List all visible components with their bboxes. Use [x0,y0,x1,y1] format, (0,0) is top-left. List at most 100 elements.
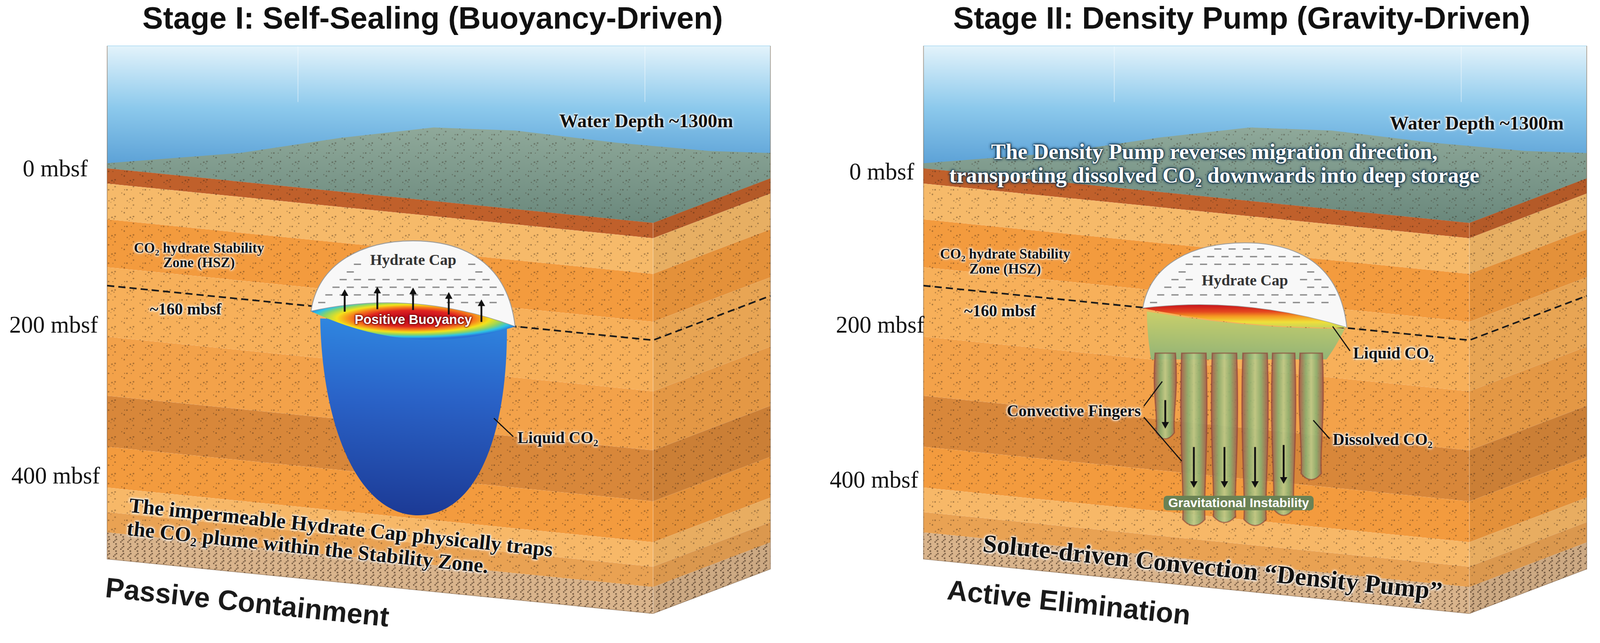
hydrate-dash [404,286,412,288]
hydrate-dash [1285,263,1294,265]
water-box-edge [1460,45,1462,102]
leader-line [1313,420,1330,439]
hydrate-dash [1328,294,1336,296]
depth-tick-label: 400 mbsf [11,462,100,490]
hydrate-dash [375,286,383,288]
hydrate-dash [1271,294,1279,296]
hydrate-dash [1192,255,1200,258]
panel-title: Stage II: Density Pump (Gravity-Driven) [953,0,1531,36]
hydrate-dash [1257,263,1265,265]
buoyancy-arrow-head [374,286,382,294]
hydrate-dash [446,301,455,304]
callout-label: Convective Fingers [1006,401,1141,421]
hydrate-dash [411,279,419,281]
hydrate-dash [368,294,376,296]
finger-label: Gravitational Instability [1163,495,1314,511]
hydrate-dash [396,294,405,296]
water-box-edge [644,45,646,102]
depth-tick-label: 0 mbsf [849,158,915,186]
hydrate-cap-dome [1142,242,1347,328]
hydrate-dash [475,286,483,288]
note-text: The Density Pump reverses migration dire… [938,140,1491,189]
hydrate-dash [1242,294,1250,296]
convective-finger [1154,353,1177,440]
block-diagram [107,45,771,614]
hydrate-dash [1185,294,1194,296]
leader-line [494,418,514,437]
buoyancy-arrow [376,290,379,310]
hydrate-dash [1250,255,1258,258]
sinking-arrow [1164,400,1167,425]
sinking-arrow-head [1161,421,1170,429]
hydrate-dash [425,279,433,281]
hydrate-dash [1228,248,1236,250]
hydrate-dash [318,301,326,304]
hydrate-dash [482,279,490,281]
sinking-arrow [1254,446,1256,484]
buoyancy-arrow [412,291,415,310]
hydrate-dash [1307,271,1315,273]
hydrate-dash [432,286,440,288]
hydrate-dash [440,279,448,281]
buoyancy-arrow [344,293,346,312]
block-diagram [923,45,1587,614]
hydrate-dash [1178,286,1186,288]
leader-line [1332,326,1350,351]
hydrate-dash [354,294,362,296]
shape-outline [305,273,520,521]
shape-outline [1137,294,1352,531]
leader-line [1144,417,1182,462]
hydrate-dash [1235,255,1244,258]
sinking-arrow-head [1251,480,1259,488]
buoyancy-arrow-head [445,291,453,299]
hsz-label: CO₂ hydrate Stability Zone (HSZ) [936,246,1074,277]
hydrate-dash [354,279,362,281]
hydrate-dash [1242,248,1250,250]
buoyancy-arrow-head [341,289,349,296]
hydrate-dash [454,294,462,296]
hydrate-dash [1171,279,1179,281]
hydrate-dash [346,271,355,273]
callout-label: Liquid CO₂ [1353,344,1435,363]
hydrate-dash [490,301,498,304]
hydrate-dash [1171,294,1179,296]
water-depth-label: Water Depth ~1300m [559,110,734,132]
hydrate-dash [1300,294,1308,296]
hydrate-dash [490,286,498,288]
hsz-label: CO₂ hydrate Stability Zone (HSZ) [130,240,268,271]
water-box-edge [923,45,1587,47]
hydrate-dash [496,294,505,296]
hsz-depth-label: ~160 mbsf [964,301,1036,321]
panel-footer: Active Elimination [945,573,1192,632]
liquid-co2-body [320,318,508,515]
hydrate-dash [325,294,333,296]
hydrate-dash [340,279,348,281]
hydrate-dash [425,294,433,296]
hydrate-dash [1214,263,1222,265]
hydrate-dash [1292,255,1300,258]
hydrate-dash [1200,263,1208,265]
sinking-arrow-head [1190,480,1198,488]
callout-label: Dissolved CO₂ [1332,430,1433,450]
hydrate-dash [1264,301,1272,304]
hydrate-dash [1257,294,1265,296]
hydrate-dash [482,294,490,296]
panel-title: Stage I: Self-Sealing (Buoyancy-Driven) [142,0,723,36]
hydrate-dash [1321,286,1329,288]
hsz-depth-label: ~160 mbsf [150,300,222,319]
hydrate-dash [1242,263,1250,265]
hydrate-dash [1178,271,1186,273]
hydrate-dash [346,286,355,288]
hydrate-dash [1214,294,1222,296]
convective-finger [1271,353,1296,516]
hydrate-dash [382,279,390,281]
hydrate-dash [332,286,340,288]
hydrate-dash [1157,294,1165,296]
hydrate-dash [1164,286,1172,288]
hydrate-dash [1257,248,1265,250]
shape-group [1142,304,1347,526]
hydrate-dash [1300,263,1308,265]
buoyancy-arrow [448,295,450,315]
hydrate-dash [468,279,476,281]
